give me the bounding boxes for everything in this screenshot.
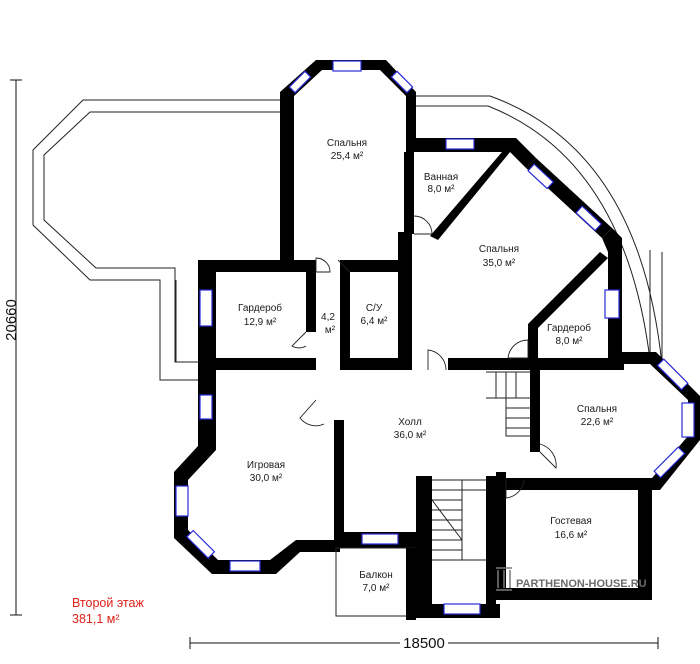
room-name: Гостевая: [550, 516, 592, 527]
room-area: 8,0 м²: [428, 184, 456, 195]
central-walls: [198, 232, 624, 378]
floor-area: 381,1 м²: [72, 612, 120, 626]
room-name: Балкон: [359, 570, 393, 581]
room-name: Гардероб: [547, 322, 591, 334]
width-dimension-label: 18500: [403, 635, 445, 652]
window: [175, 485, 189, 517]
room-area: 7,0 м²: [363, 583, 391, 594]
watermark-logo: [496, 567, 512, 591]
staircase: [416, 371, 530, 618]
doors: [291, 215, 557, 499]
height-dimension-label: 20660: [3, 299, 20, 341]
window: [653, 446, 686, 479]
room-area: 16,6 м²: [555, 530, 588, 541]
playroom-walls: [174, 370, 344, 574]
bedroom-top-walls: [280, 60, 416, 268]
room-area: 25,4 м²: [331, 151, 364, 162]
window: [229, 560, 261, 572]
guest-walls: [496, 472, 652, 600]
terrace-left: [32, 99, 280, 381]
bedroom-right-walls: [506, 352, 700, 490]
room-area: 36,0 м²: [394, 430, 427, 441]
window: [656, 358, 689, 391]
window: [443, 603, 481, 615]
window: [199, 289, 213, 327]
watermark: PARTHENON-HOUSE.RU: [516, 578, 647, 590]
window: [186, 529, 216, 559]
window: [575, 205, 603, 232]
balcony-walls: [334, 532, 420, 620]
window: [390, 70, 414, 94]
bedroom-large-walls: [526, 158, 622, 358]
room-area: 6,4 м²: [361, 316, 389, 327]
dimension-height: [10, 79, 22, 616]
window: [527, 163, 555, 190]
window: [445, 138, 475, 150]
room-area: м²: [325, 325, 336, 336]
room-name: Ванная: [424, 172, 458, 183]
terrace-right: [412, 95, 663, 366]
room-area: 12,9 м²: [244, 317, 277, 328]
room-name: Гардероб: [238, 302, 282, 314]
room-name: Игровая: [247, 460, 285, 471]
window: [288, 70, 312, 94]
bathroom-walls: [404, 138, 536, 240]
window: [604, 289, 620, 319]
floor-title: Второй этаж: [72, 596, 144, 610]
room-area: 30,0 м²: [250, 473, 283, 484]
window: [361, 533, 399, 545]
window: [681, 402, 695, 438]
room-name: Спальня: [479, 244, 519, 255]
room-name: С/У: [366, 303, 383, 314]
room-name: Спальня: [577, 404, 617, 415]
room-area: 8,0 м²: [556, 336, 584, 347]
room-name: Спальня: [327, 138, 367, 149]
window: [332, 60, 362, 72]
room-name: 4,2: [321, 312, 335, 323]
room-area: 35,0 м²: [483, 258, 516, 269]
room-name: Холл: [398, 417, 422, 428]
window: [199, 394, 213, 420]
room-area: 22,6 м²: [581, 417, 614, 428]
